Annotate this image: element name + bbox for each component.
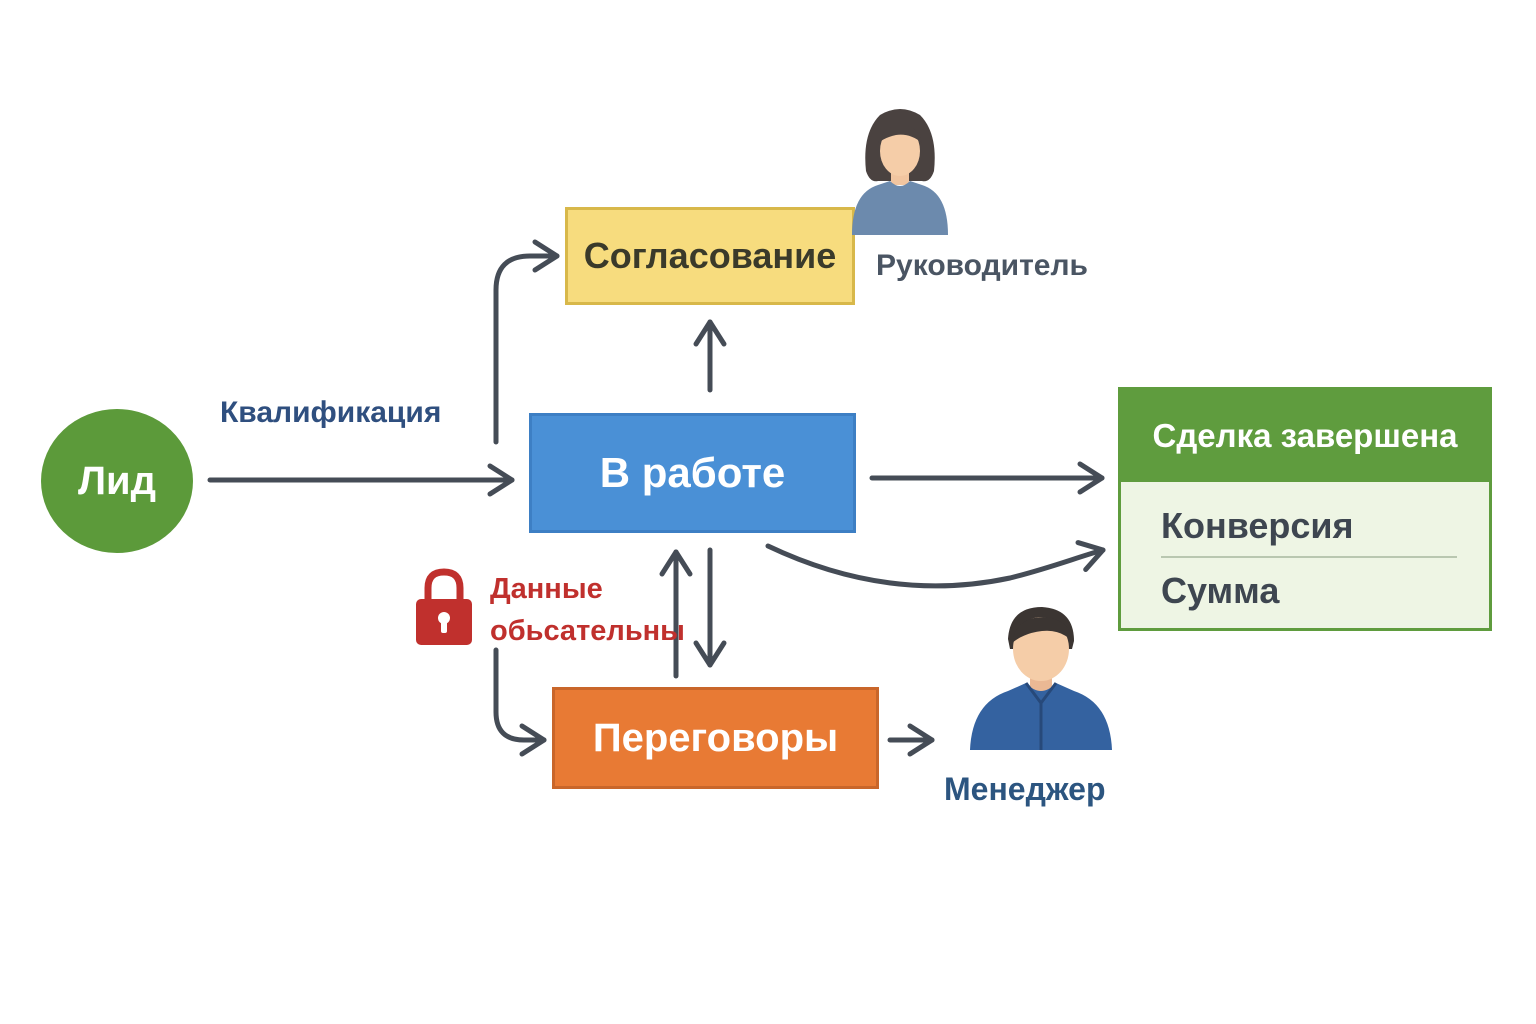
qualification-label: Квалификация <box>220 396 442 429</box>
negotiation-node: Переговоры <box>552 687 879 789</box>
in-work-node: В работе <box>529 413 856 533</box>
approval-label: Согласование <box>583 235 837 276</box>
man-avatar-icon <box>970 607 1112 750</box>
lead-node: Лид <box>41 409 193 553</box>
in-work-label: В работе <box>599 449 786 496</box>
arrow-to-approval-curve <box>493 239 560 445</box>
deal-row-conversion: Конверсия <box>1161 505 1354 546</box>
head-role-label: Руководитель <box>876 249 1088 282</box>
required-data-warning: Данные обьсательны <box>490 568 685 652</box>
deal-completed-card: Сделка завершена Конверсия Сумма <box>1118 387 1492 631</box>
warning-line-2: обьсательны <box>490 615 685 647</box>
arrow-to-negotiation-curve <box>493 647 547 757</box>
deal-divider <box>1161 556 1457 558</box>
arrow-inwork-to-deal-curve <box>765 540 1106 589</box>
manager-role-label: Менеджер <box>944 771 1106 807</box>
woman-avatar-icon <box>852 109 948 235</box>
warning-line-1: Данные <box>490 573 603 605</box>
negotiation-label: Переговоры <box>592 715 839 760</box>
approval-node: Согласование <box>565 207 855 305</box>
deal-row-sum: Сумма <box>1161 570 1280 611</box>
lock-icon <box>416 568 472 645</box>
deal-card-title: Сделка завершена <box>1121 390 1489 482</box>
lead-label: Лид <box>77 458 157 503</box>
